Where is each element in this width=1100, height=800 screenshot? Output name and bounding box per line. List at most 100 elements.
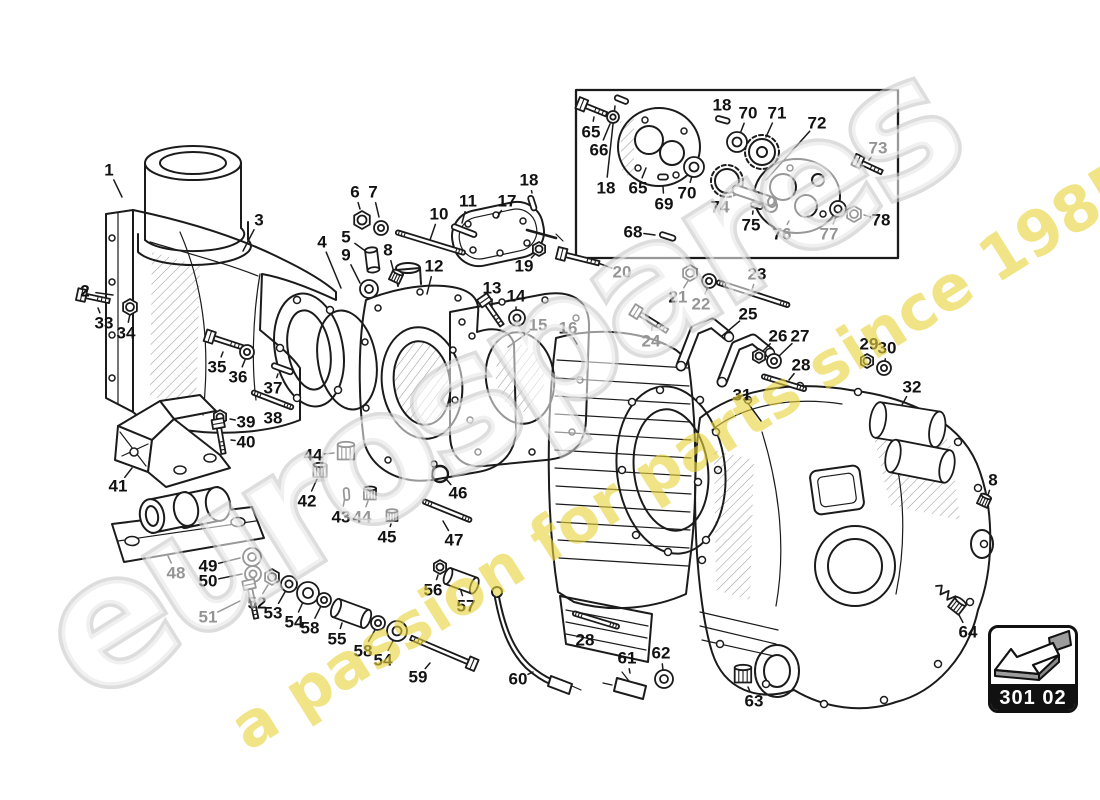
leader-line xyxy=(229,418,236,421)
leader-line xyxy=(339,622,343,630)
reverse-switch xyxy=(602,671,647,700)
part-washer-icon xyxy=(829,200,847,218)
part-washer-icon xyxy=(701,273,717,289)
part-nut-icon xyxy=(682,264,698,282)
leader-line xyxy=(429,223,437,241)
part-washer-icon xyxy=(508,309,526,327)
part-plug-icon xyxy=(733,663,753,684)
part-washer-icon xyxy=(370,615,386,631)
part-cyl-icon xyxy=(364,246,381,274)
part-bolt-icon xyxy=(202,328,245,351)
leader-line xyxy=(354,242,365,251)
part-stud-icon xyxy=(421,498,473,523)
part-washer-icon xyxy=(876,360,892,376)
leader-line xyxy=(242,229,255,252)
part-bolt-icon xyxy=(75,287,111,305)
part-pin-icon xyxy=(450,223,478,238)
badge-band: 301 02 xyxy=(991,684,1075,710)
leader-line xyxy=(446,479,452,486)
leader-line xyxy=(218,573,243,580)
oil-pump-inset xyxy=(574,88,900,260)
part-washer-icon xyxy=(280,575,298,593)
leader-line xyxy=(751,283,755,291)
part-ring-icon xyxy=(430,464,450,484)
leader-line xyxy=(863,214,872,218)
leader-line xyxy=(777,342,793,358)
leader-line xyxy=(460,590,464,597)
leader-line xyxy=(435,574,439,581)
hardware-parts xyxy=(75,94,993,689)
part-washer-icon xyxy=(373,220,389,236)
part-stud-icon xyxy=(760,373,808,392)
leader-line xyxy=(958,614,964,624)
part-bolt-icon xyxy=(628,303,670,334)
leader-line xyxy=(277,591,286,605)
leader-line xyxy=(987,489,991,496)
part-plug-icon xyxy=(976,492,993,509)
leader-line xyxy=(461,210,466,224)
part-pin-icon xyxy=(657,173,669,181)
part-plug-icon xyxy=(385,508,399,522)
leader-line xyxy=(365,500,369,508)
leader-line xyxy=(832,216,837,225)
leader-line xyxy=(628,668,631,674)
part-washer-icon xyxy=(359,279,379,299)
mount-bracket-upper xyxy=(114,394,231,488)
part-washer-icon xyxy=(766,353,782,369)
part-stud-icon xyxy=(250,389,295,411)
leader-line xyxy=(230,439,236,442)
shift-brackets xyxy=(675,317,776,388)
leader-line xyxy=(721,320,741,337)
part-nut-icon xyxy=(860,353,874,369)
side-cover-plate xyxy=(451,200,564,268)
leader-line xyxy=(275,373,279,379)
part-number-badge: 301 02 xyxy=(988,625,1078,713)
leader-line xyxy=(530,253,536,259)
part-plug-icon xyxy=(388,268,405,285)
part-nut-icon xyxy=(532,241,546,257)
part-washer-icon xyxy=(606,110,620,124)
leader-line xyxy=(602,123,611,141)
part-bolt-icon xyxy=(210,417,227,455)
part-washer-icon xyxy=(316,592,332,608)
part-pin-icon xyxy=(714,115,731,125)
part-stud-icon xyxy=(715,279,791,308)
adapter-housing xyxy=(358,262,517,482)
leader-line xyxy=(357,201,361,210)
leader-line xyxy=(641,167,647,179)
leader-line xyxy=(297,601,304,613)
leader-line xyxy=(572,336,578,345)
leader-line xyxy=(220,351,224,358)
part-bolt-icon xyxy=(574,96,609,118)
badge-code: 301 02 xyxy=(999,687,1067,709)
leader-line xyxy=(310,478,318,492)
leader-line xyxy=(424,662,431,670)
part-bolt-icon xyxy=(476,292,505,328)
gasket-plate xyxy=(449,292,591,468)
part-pin-icon xyxy=(613,94,630,105)
leader-line xyxy=(788,372,795,381)
speed-sensor xyxy=(491,586,582,695)
part-pin-icon xyxy=(270,362,294,376)
leader-line xyxy=(325,251,342,289)
leader-line xyxy=(683,280,689,289)
part-washer-icon xyxy=(654,669,674,689)
part-washer-icon xyxy=(726,131,748,153)
leader-line xyxy=(765,122,774,138)
leader-line xyxy=(241,359,246,368)
leader-line xyxy=(747,403,762,422)
part-cyl-icon xyxy=(884,438,956,484)
part-nut-icon xyxy=(353,210,371,230)
part-washer-icon xyxy=(296,581,320,605)
leader-line xyxy=(97,307,101,314)
leader-line xyxy=(496,209,503,219)
leader-line xyxy=(704,288,708,295)
leader-line xyxy=(217,600,241,613)
output-flange xyxy=(273,292,378,411)
part-bolt-icon xyxy=(554,246,601,267)
part-washer-icon xyxy=(239,344,255,360)
badge-icon-area xyxy=(991,628,1075,684)
part-cyl-icon xyxy=(442,567,480,595)
leader-line xyxy=(426,275,433,295)
